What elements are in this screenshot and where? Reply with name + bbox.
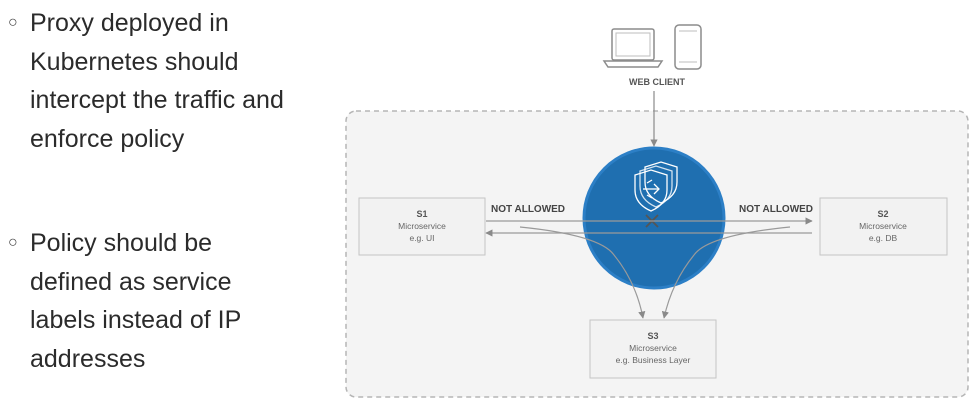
bullet-marker: ○ [8,14,18,31]
bullet-marker: ○ [8,234,18,251]
shield-icon [634,161,678,212]
web-client-label: WEB CLIENT [629,77,685,87]
service-s1-example: e.g. UI [409,233,434,243]
service-s1-id: S1 [416,209,427,219]
service-s3-type: Microservice [629,343,677,353]
not-allowed-right-label: NOT ALLOWED [739,204,813,215]
service-s3-example: e.g. Business Layer [616,355,691,365]
service-s2-id: S2 [877,209,888,219]
phone-icon [674,24,702,70]
bullet-text: Policy should be defined as service labe… [30,229,242,373]
laptop-icon [602,28,664,68]
service-s3-id: S3 [647,331,658,341]
bullet-text: Proxy deployed in Kubernetes should inte… [30,9,284,153]
service-s1-type: Microservice [398,221,446,231]
service-s2-example: e.g. DB [869,233,898,243]
bullet-item-proxy: ○ Proxy deployed in Kubernetes should in… [8,4,328,158]
bullet-item-policy: ○ Policy should be defined as service la… [8,224,328,378]
service-s1-box: S1 Microservice e.g. UI [358,197,486,256]
bullet-list: ○ Proxy deployed in Kubernetes should in… [0,0,330,408]
service-s3-box: S3 Microservice e.g. Business Layer [589,319,717,379]
not-allowed-left-label: NOT ALLOWED [491,204,565,215]
s1-to-s3-arrow [519,226,646,319]
s2-to-s3-arrow [661,226,791,319]
service-s2-box: S2 Microservice e.g. DB [819,197,948,256]
service-s2-type: Microservice [859,221,907,231]
